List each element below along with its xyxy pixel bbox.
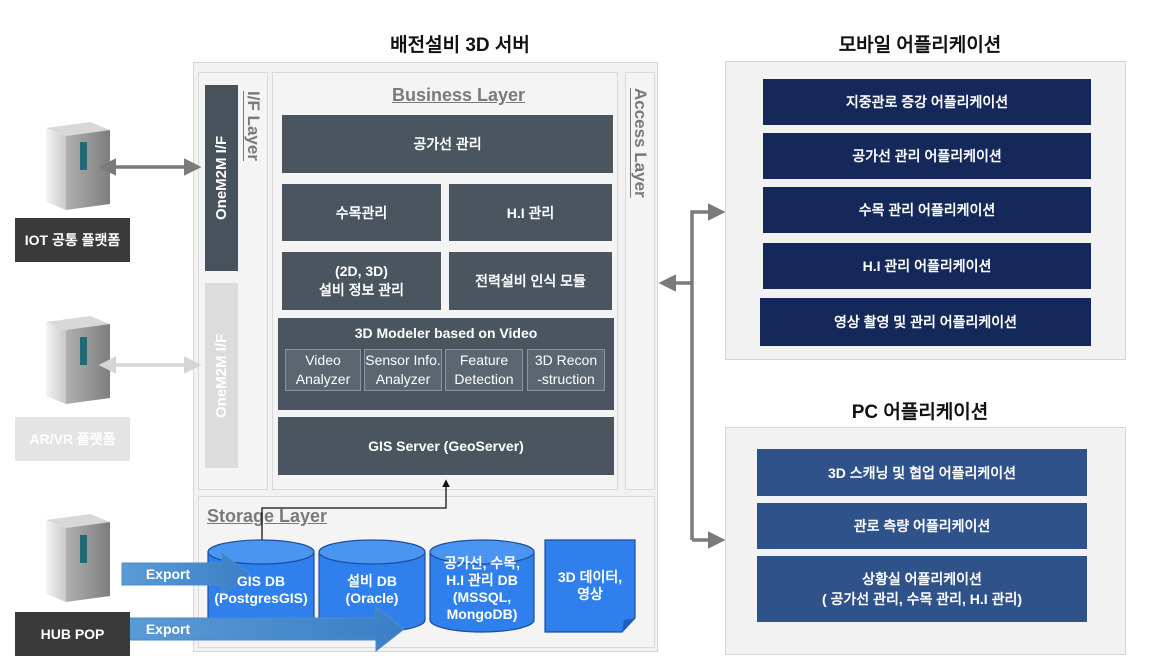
pc-app-survey: 관로 측량 어플리케이션 <box>757 503 1087 549</box>
export-arrow-2 <box>121 605 405 653</box>
powerline-management: 공가선 관리 <box>282 115 613 173</box>
module-line1: Sensor Info. <box>365 352 441 368</box>
db-line: (PostgresGIS) <box>214 590 308 606</box>
mobile-app-item: 수목 관리 어플리케이션 <box>763 187 1091 233</box>
server-icon-arvr <box>46 316 110 404</box>
mobile-app-item: 지중관로 증강 어플리케이션 <box>763 79 1091 125</box>
db-line: 영상 <box>577 586 603 602</box>
db-line: (Oracle) <box>345 590 399 606</box>
facility-line1: (2D, 3D) <box>335 263 388 279</box>
mobile-app-item: 영상 촬영 및 관리 어플리케이션 <box>760 298 1091 346</box>
module-line2: Analyzer <box>295 371 351 387</box>
access-layer-label: Access Layer <box>631 88 650 198</box>
pc-app-scanning: 3D 스캐닝 및 협업 어플리케이션 <box>757 449 1087 496</box>
iot-platform-label: IOT 공통 플랫폼 <box>15 218 130 262</box>
db-line: GIS DB <box>236 573 286 589</box>
hub-pop-label: HUB POP <box>15 612 130 656</box>
facility-db-label: 설비 DB (Oracle) <box>319 570 425 610</box>
reconstruction-3d: 3D Recon -struction <box>527 349 605 391</box>
if-layer-label: I/F Layer <box>244 91 263 161</box>
db-line: 공가선, 수목, <box>443 555 521 571</box>
arvr-platform-label: AR/VR 플랫폼 <box>15 417 130 461</box>
facility-line2: 설비 정보 관리 <box>318 282 405 298</box>
mobile-app-item: H.I 관리 어플리케이션 <box>763 243 1091 289</box>
feature-detection: Feature Detection <box>445 349 523 391</box>
sensor-info-analyzer: Sensor Info. Analyzer <box>364 349 442 391</box>
facility-db-cylinder <box>318 539 426 633</box>
gisdb-to-gisserver-connector <box>261 479 450 548</box>
db-line: 3D 데이터, <box>557 569 623 585</box>
module-line2: -struction <box>537 371 595 387</box>
pc-app-situation-room: 상황실 어플리케이션 ( 공가선 관리, 수목 관리, H.I 관리) <box>757 556 1087 622</box>
mobile-app-item: 공가선 관리 어플리케이션 <box>763 133 1091 179</box>
gis-db-label: GIS DB (PostgresGIS) <box>208 570 314 610</box>
management-db-label: 공가선, 수목, H.I 관리 DB (MSSQL, MongoDB) <box>430 552 534 626</box>
module-line1: Video <box>305 352 341 368</box>
export-label-2: Export <box>145 621 191 637</box>
business-layer-label: Business Layer <box>392 85 526 105</box>
hi-management: H.I 관리 <box>449 184 612 241</box>
server-icon-iot <box>46 122 110 210</box>
db-line: H.I 관리 DB <box>446 572 518 588</box>
db-line: (MSSQL, <box>452 589 512 605</box>
module-line1: Feature <box>459 352 509 368</box>
situation-line2: ( 공가선 관리, 수목 관리, H.I 관리) <box>821 591 1022 607</box>
db-line: 설비 DB <box>347 573 397 589</box>
video-analyzer: Video Analyzer <box>285 349 361 391</box>
db-line: MongoDB) <box>446 606 518 622</box>
server-icon-hub <box>46 514 110 602</box>
3d-data-label: 3D 데이터, 영상 <box>545 566 635 606</box>
recognition-module: 전력설비 인식 모듈 <box>449 252 612 310</box>
management-db-cylinder <box>429 539 535 633</box>
storage-layer-label: Storage Layer <box>207 506 328 526</box>
access-to-apps-connector <box>658 203 726 549</box>
facility-info-management: (2D, 3D) 설비 정보 관리 <box>282 252 441 310</box>
server-title: 배전설비 3D 서버 <box>390 35 530 56</box>
module-line2: Analyzer <box>375 371 431 387</box>
pc-title: PC 어플리케이션 <box>851 402 989 423</box>
export-label-1: Export <box>145 566 191 582</box>
data-document-shape <box>544 539 636 633</box>
module-line2: Detection <box>454 371 514 387</box>
module-line1: 3D Recon <box>534 352 598 368</box>
tree-management: 수목관리 <box>282 184 441 241</box>
modeler-title: 3D Modeler based on Video <box>354 325 538 341</box>
access-layer-panel <box>625 72 655 490</box>
mobile-title: 모바일 어플리케이션 <box>838 35 1002 56</box>
export-arrow-1 <box>121 552 251 596</box>
gis-server: GIS Server (GeoServer) <box>278 417 614 475</box>
situation-line1: 상황실 어플리케이션 <box>862 571 982 587</box>
